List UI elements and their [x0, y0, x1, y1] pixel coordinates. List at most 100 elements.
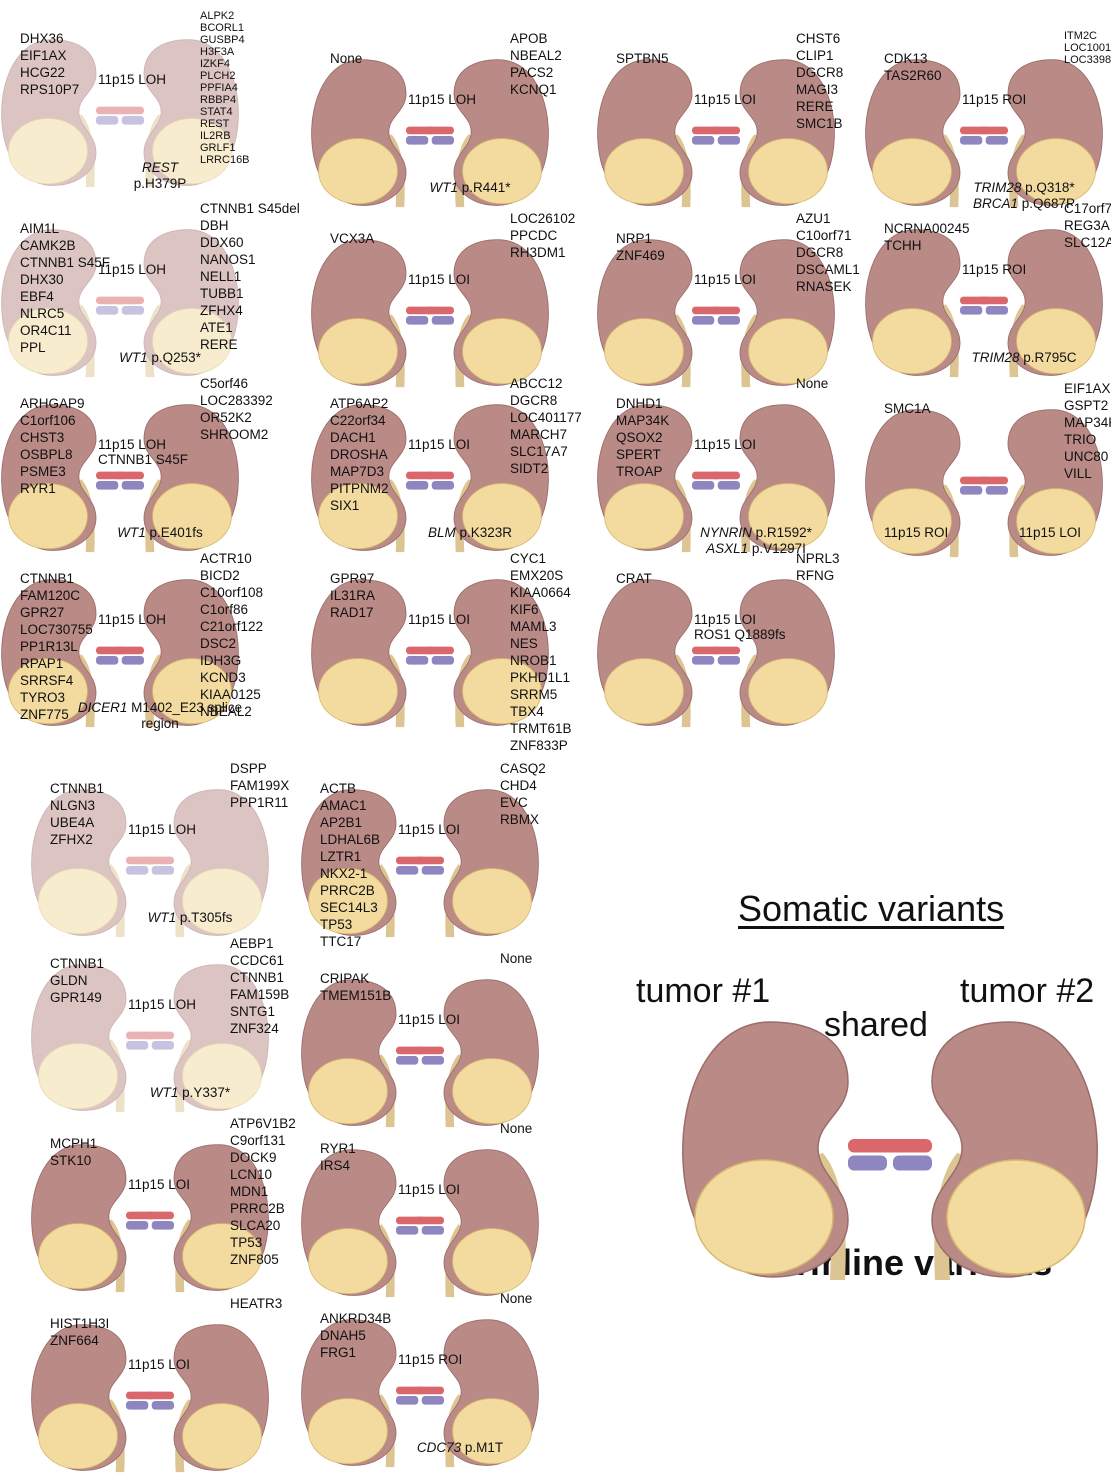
mutation-line: CDC73 p.M1T: [360, 1440, 560, 1456]
germline-mutations: CDC73 p.M1T: [360, 1440, 560, 1456]
tumor1-gene-list: CRIPAK TMEM151B: [320, 970, 391, 1004]
mutation-gene: WT1: [117, 525, 146, 540]
mutation-gene: REST: [142, 160, 178, 175]
mutation-gene: DICER1: [78, 700, 128, 715]
mutation-change: p.R1592*: [752, 525, 812, 540]
tumor1-gene-list: NRP1 ZNF469: [616, 230, 665, 264]
germline-mutations: WT1 p.Q253*: [60, 350, 260, 366]
tumor-left: [319, 659, 398, 724]
kidney-panel: ANKRD34B DNAH5 FRG1None11p15 ROICDC73 p.…: [300, 1290, 580, 1470]
artery-right: [415, 1047, 444, 1055]
vein-left: [96, 656, 118, 665]
germline-mutations: BLM p.K323R: [370, 525, 570, 541]
tumor2-gene-list: CYC1 EMX20S KIAA0664 KIF6 MAML3 NES NROB…: [510, 550, 572, 754]
shared-11p15-status: 11p15 LOI: [128, 1357, 190, 1372]
tumor1-gene-list: AIM1L CAMK2B CTNNB1 S45F DHX30 EBF4 NLRC…: [20, 220, 110, 356]
vein-right: [152, 1401, 174, 1410]
vein-right: [422, 866, 444, 875]
vein-right: [986, 486, 1008, 495]
kidney-panel: CRATNPRL3 RFNG11p15 LOI ROS1 Q1889fs: [596, 550, 876, 730]
shared-11p15-status: 11p15 ROI: [962, 262, 1026, 277]
kidney-panel: CTNNB1 FAM120C GPR27 LOC730755 PP1R13L R…: [0, 550, 280, 730]
vein-left: [96, 481, 118, 490]
kidney-panel: DNHD1 MAP34K QSOX2 SPERT TROAPNone11p15 …: [596, 375, 876, 555]
tumor2-gene-list: None: [500, 950, 532, 967]
tumor2-gene-list: C5orf46 LOC283392 OR52K2 SHROOM2: [200, 375, 273, 443]
tumor2-gene-list: LOC26102 PPCDC RH3DM1: [510, 210, 575, 261]
tumor-right: [453, 1059, 532, 1124]
germline-mutations: TRIM28 p.R795C: [924, 350, 1111, 366]
kidney-panel: NCRNA00245 TCHHC17orf73 REG3A SLC12A111p…: [864, 200, 1111, 380]
kidney-panel: CDK13 TAS2R60ITM2C LOC100133161 LOC33982…: [864, 30, 1111, 210]
artery-right: [115, 472, 144, 480]
tumor-left: [39, 1224, 118, 1289]
germline-mutations: WT1 p.E401fs: [60, 525, 260, 541]
mutation-line: WT1 p.T305fs: [90, 910, 290, 926]
shared-11p15-status: 11p15 ROI: [398, 1352, 462, 1367]
kidney-pair-illustration: [670, 1010, 1110, 1280]
artery-right: [711, 647, 740, 655]
kidney-panel: ATP6AP2 C22orf34 DACH1 DROSHA MAP7D3 PIT…: [310, 375, 590, 555]
tumor2-gene-list: None: [500, 1290, 532, 1307]
shared-11p15-status: 11p15 LOI: [398, 1012, 460, 1027]
tumor2-11p15-status: 11p15 LOI: [1019, 525, 1081, 540]
tumor1-gene-list: CDK13 TAS2R60: [884, 50, 942, 84]
kidney-panel: CRIPAK TMEM151B None 11p15 LOI: [300, 950, 580, 1130]
mutation-change: p.Q318*: [1021, 180, 1074, 195]
kidney-panel: AIM1L CAMK2B CTNNB1 S45F DHX30 EBF4 NLRC…: [0, 200, 280, 380]
mutation-gene: WT1: [119, 350, 148, 365]
vein-right: [152, 1221, 174, 1230]
shared-11p15-status: 11p15 LOI: [408, 437, 470, 452]
vein-left: [406, 316, 428, 325]
vein-left: [396, 866, 418, 875]
mutation-gene: WT1: [150, 1085, 179, 1100]
tumor-left: [695, 1160, 833, 1274]
mutation-gene: TRIM28: [971, 350, 1019, 365]
vein-right: [718, 316, 740, 325]
shared-11p15-status: 11p15 LOI: [694, 272, 756, 287]
vein-right: [152, 866, 174, 875]
mutation-change: p.R441*: [458, 180, 511, 195]
tumor-right: [749, 319, 828, 384]
mutation-line: BLM p.K323R: [370, 525, 570, 541]
shared-11p15-status: 11p15 LOH CTNNB1 S45F: [98, 437, 188, 467]
vein-right: [422, 1226, 444, 1235]
tumor2-gene-list: ALPK2 BCORL1 GUSBP4 H3F3A IZKF4 PLCH2 PP…: [200, 10, 250, 166]
vein-right: [122, 656, 144, 665]
artery-right: [145, 857, 174, 865]
mutation-gene: BLM: [428, 525, 456, 540]
legend-tumor2-label: tumor #2: [960, 972, 1094, 1011]
vein-right: [432, 481, 454, 490]
tumor1-gene-list: SMC1A: [884, 400, 931, 417]
artery-right: [979, 477, 1008, 485]
tumor1-gene-list: DHX36 EIF1AX HCG22 RPS10P7: [20, 30, 79, 98]
tumor1-gene-list: SPTBN5: [616, 50, 669, 67]
vein-left: [126, 866, 148, 875]
mutation-line: DICER1 M1402_E23 splice region: [60, 700, 260, 732]
tumor2-gene-list: CHST6 CLIP1 DGCR8 MAGI3 RERE SMC1B: [796, 30, 843, 132]
shared-11p15-status: 11p15 LOI: [408, 272, 470, 287]
tumor2-gene-list: C17orf73 REG3A SLC12A1: [1064, 200, 1111, 251]
vein-left: [126, 1041, 148, 1050]
vein-right: [986, 136, 1008, 145]
vein-left: [960, 136, 982, 145]
vein-left: [396, 1226, 418, 1235]
artery-right: [711, 472, 740, 480]
mutation-gene: CDC73: [417, 1440, 461, 1455]
legend-tumor1-label: tumor #1: [636, 972, 770, 1011]
vein-left: [960, 486, 982, 495]
vein-right: [122, 306, 144, 315]
artery-right: [881, 1139, 932, 1153]
shared-11p15-status: 11p15 LOH: [128, 822, 196, 837]
vein-right: [432, 316, 454, 325]
mutation-line: WT1 p.R441*: [370, 180, 570, 196]
kidney-pair-illustration: [596, 570, 836, 730]
tumor-right: [453, 1229, 532, 1294]
artery-right: [145, 1032, 174, 1040]
tumor-right: [183, 1404, 262, 1469]
tumor1-gene-list: RYR1 IRS4: [320, 1140, 356, 1174]
vein-left: [692, 656, 714, 665]
